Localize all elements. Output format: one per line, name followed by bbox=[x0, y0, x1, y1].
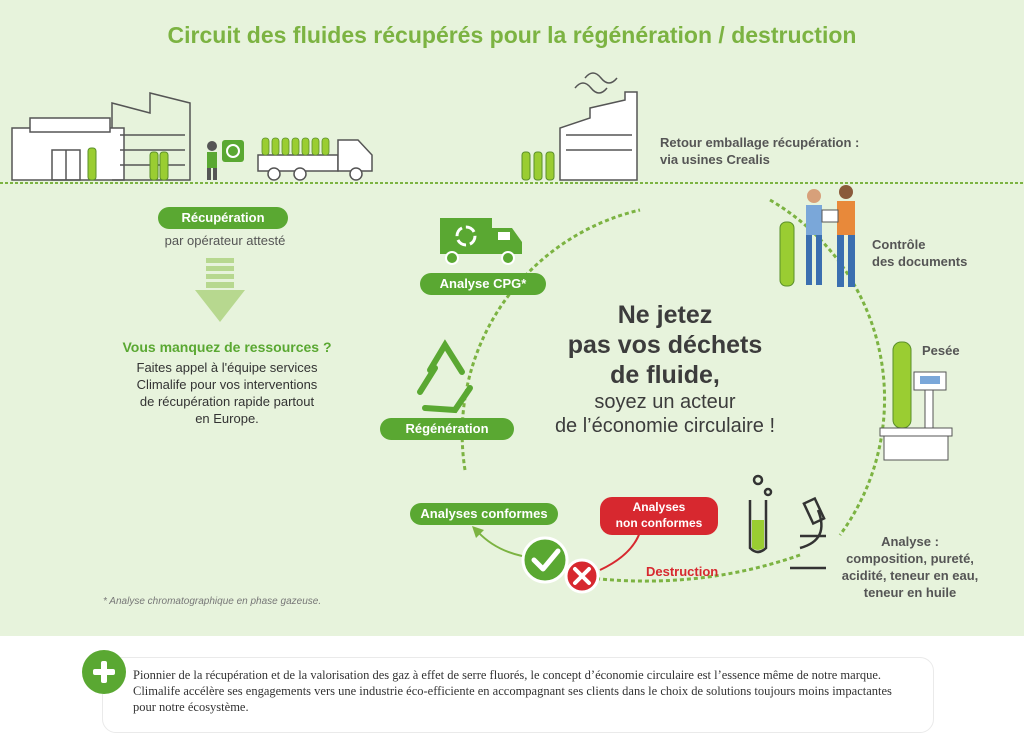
center-line: soyez un acteur bbox=[594, 391, 736, 413]
info-text: Pionnier de la récupération et de la val… bbox=[133, 668, 892, 714]
non-conformes-line: Analyses bbox=[632, 500, 686, 514]
recycling-truck-icon bbox=[440, 218, 522, 265]
resources-line: Climalife pour vos interventions bbox=[136, 377, 318, 392]
page-title: Circuit des fluides récupérés pour la ré… bbox=[167, 22, 857, 48]
conformes-arrow-icon bbox=[472, 526, 523, 557]
recuperation-subtitle: par opérateur attesté bbox=[164, 233, 286, 248]
infographic-artwork bbox=[0, 72, 1024, 594]
analyses-non-conformes-badge: Analyses non conformes bbox=[600, 497, 718, 535]
resources-heading: Vous manquez de ressources ? bbox=[122, 339, 332, 355]
workers-icon bbox=[779, 185, 855, 287]
center-line: de fluide, bbox=[610, 361, 720, 389]
analyse-line: composition, pureté, bbox=[846, 551, 974, 566]
resources-line: de récupération rapide partout bbox=[139, 394, 315, 409]
plus-icon bbox=[82, 650, 126, 694]
controle-line: des documents bbox=[872, 254, 968, 269]
resources-text: Faites appel à l'équipe services Climali… bbox=[112, 359, 342, 427]
analyse-label: Analyse : composition, pureté, acidité, … bbox=[836, 533, 984, 601]
center-message: Ne jetez pas vos déchets de fluide, soye… bbox=[540, 300, 790, 438]
retour-line: via usines Crealis bbox=[660, 152, 770, 167]
regeneration-badge: Régénération bbox=[380, 418, 514, 440]
destruction-label: Destruction bbox=[646, 564, 719, 579]
operator-icon bbox=[207, 140, 244, 180]
lab-equipment-icon bbox=[748, 474, 826, 570]
scale-icon bbox=[879, 341, 953, 461]
cross-circle-icon bbox=[564, 558, 600, 594]
down-arrow-icon bbox=[195, 258, 245, 322]
factory-icon bbox=[559, 72, 638, 181]
infographic-panel: Circuit des fluides récupérés pour la ré… bbox=[0, 0, 1024, 636]
truck-cylinders-icon bbox=[257, 137, 373, 181]
controle-line: Contrôle bbox=[872, 237, 926, 252]
recuperation-badge: Récupération bbox=[158, 207, 288, 229]
non-conformes-line: non conformes bbox=[615, 516, 703, 530]
retour-label: Retour emballage récupération : via usin… bbox=[660, 134, 859, 168]
check-circle-icon bbox=[521, 536, 569, 584]
analyse-cpg-badge: Analyse CPG* bbox=[420, 273, 546, 295]
retour-line: Retour emballage récupération : bbox=[660, 135, 860, 150]
analyse-line: teneur en huile bbox=[863, 585, 957, 600]
center-line: de l’économie circulaire ! bbox=[554, 415, 776, 437]
resources-line: Faites appel à l'équipe services bbox=[136, 360, 318, 375]
controle-label: Contrôle des documents bbox=[872, 236, 967, 270]
center-line: Ne jetez bbox=[617, 301, 713, 329]
info-box bbox=[102, 657, 934, 733]
footnote: * Analyse chromatographique en phase gaz… bbox=[103, 596, 322, 607]
analyse-line: acidité, teneur en eau, bbox=[841, 568, 979, 583]
non-conformes-arrow-icon bbox=[599, 531, 641, 571]
recycle-icon bbox=[417, 339, 473, 414]
center-line: pas vos déchets bbox=[567, 331, 763, 359]
resources-line: en Europe. bbox=[195, 411, 259, 426]
cylinders-factory-icon bbox=[521, 151, 555, 181]
cylinders-left-icon bbox=[87, 147, 169, 181]
pesee-label: Pesée bbox=[922, 343, 960, 358]
analyse-title: Analyse : bbox=[881, 534, 939, 549]
analyses-conformes-badge: Analyses conformes bbox=[410, 503, 558, 525]
